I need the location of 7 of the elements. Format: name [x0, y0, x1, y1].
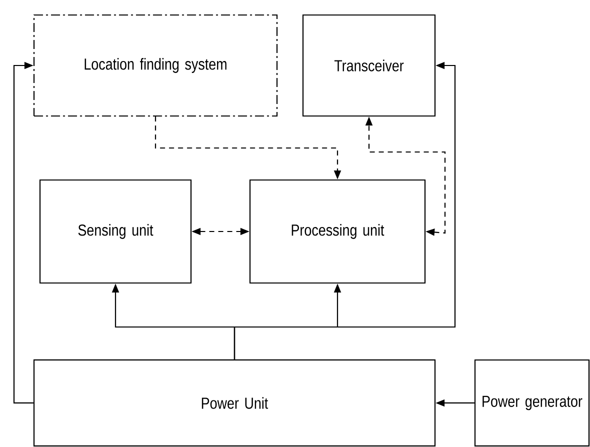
unit-box: Power Unit	[33, 359, 436, 447]
unit-box: Sensing unit	[39, 179, 192, 284]
unit-box: Transceiver	[302, 14, 436, 117]
arrow	[13, 62, 34, 404]
unit-box: Power generator	[474, 359, 590, 447]
unit-box: Processing unit	[249, 179, 426, 284]
system-box: Location finding system	[33, 14, 278, 117]
